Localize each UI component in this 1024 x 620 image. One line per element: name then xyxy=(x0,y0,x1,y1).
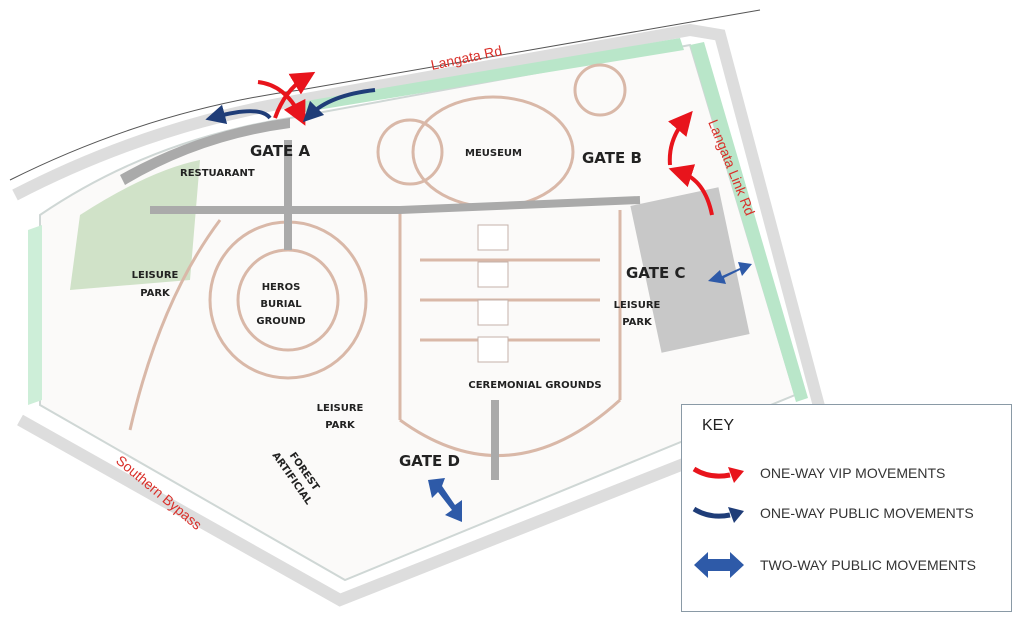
key-title: KEY xyxy=(702,417,735,434)
label-ceremonial-grounds: CEREMONIAL GROUNDS xyxy=(468,380,601,391)
site-walkways xyxy=(150,140,641,480)
label-leisure-park-left-1: LEISURE xyxy=(132,270,179,281)
green-park-left xyxy=(70,160,200,290)
label-restaurant: RESTUARANT xyxy=(180,168,255,179)
ceremonial-blocks xyxy=(477,224,509,363)
key-item-public-one-way: ONE-WAY PUBLIC MOVEMENTS xyxy=(690,501,974,525)
label-gate-c: GATE C xyxy=(626,264,685,282)
green-strip-right xyxy=(690,42,808,402)
vip-arrow-gate-a-2 xyxy=(273,71,316,119)
label-leisure-park-right-2: PARK xyxy=(622,317,653,328)
two-way-arrow-gate-d xyxy=(428,478,462,522)
label-gate-d: GATE D xyxy=(399,452,460,470)
key-label-vip: ONE-WAY VIP MOVEMENTS xyxy=(760,465,946,481)
curved-arrow-icon xyxy=(692,506,744,523)
label-gate-b: GATE B xyxy=(582,149,642,167)
label-museum: MEUSEUM xyxy=(465,148,522,159)
green-strip-left xyxy=(28,225,42,405)
label-heros-2: BURIAL xyxy=(260,299,302,310)
label-leisure-park-bottom-2: PARK xyxy=(325,420,356,431)
curved-arrow-icon xyxy=(692,466,744,483)
grey-parking-left xyxy=(120,118,290,185)
vip-arrow-gate-a-1 xyxy=(257,80,306,126)
road-langata xyxy=(9,9,761,181)
vip-arrow-gate-b-out xyxy=(667,110,693,166)
label-leisure-park-left-2: PARK xyxy=(140,288,171,299)
double-arrow-icon xyxy=(694,552,744,578)
map-key: KEY ONE-WAY VIP MOVEMENTS ONE-WAY PUBLIC… xyxy=(681,404,1012,612)
vip-arrow-gate-b-in xyxy=(668,164,714,216)
road-outer-grey xyxy=(12,23,828,607)
two-way-arrow-gate-c xyxy=(708,262,752,284)
key-label-public-one-way: ONE-WAY PUBLIC MOVEMENTS xyxy=(760,505,974,521)
key-item-vip: ONE-WAY VIP MOVEMENTS xyxy=(690,461,945,485)
green-strip-top xyxy=(300,38,684,112)
label-leisure-park-right-1: LEISURE xyxy=(614,300,661,311)
label-leisure-park-bottom-1: LEISURE xyxy=(317,403,364,414)
key-item-public-two-way: TWO-WAY PUBLIC MOVEMENTS xyxy=(690,550,976,580)
label-heros-1: HEROS xyxy=(262,282,301,293)
label-gate-a: GATE A xyxy=(250,142,310,160)
public-arrow-gate-a-in xyxy=(302,88,376,123)
parking-right xyxy=(630,187,750,353)
label-heros-3: GROUND xyxy=(256,316,305,327)
key-label-public-two-way: TWO-WAY PUBLIC MOVEMENTS xyxy=(760,557,976,573)
public-arrow-gate-a-out xyxy=(205,104,272,125)
